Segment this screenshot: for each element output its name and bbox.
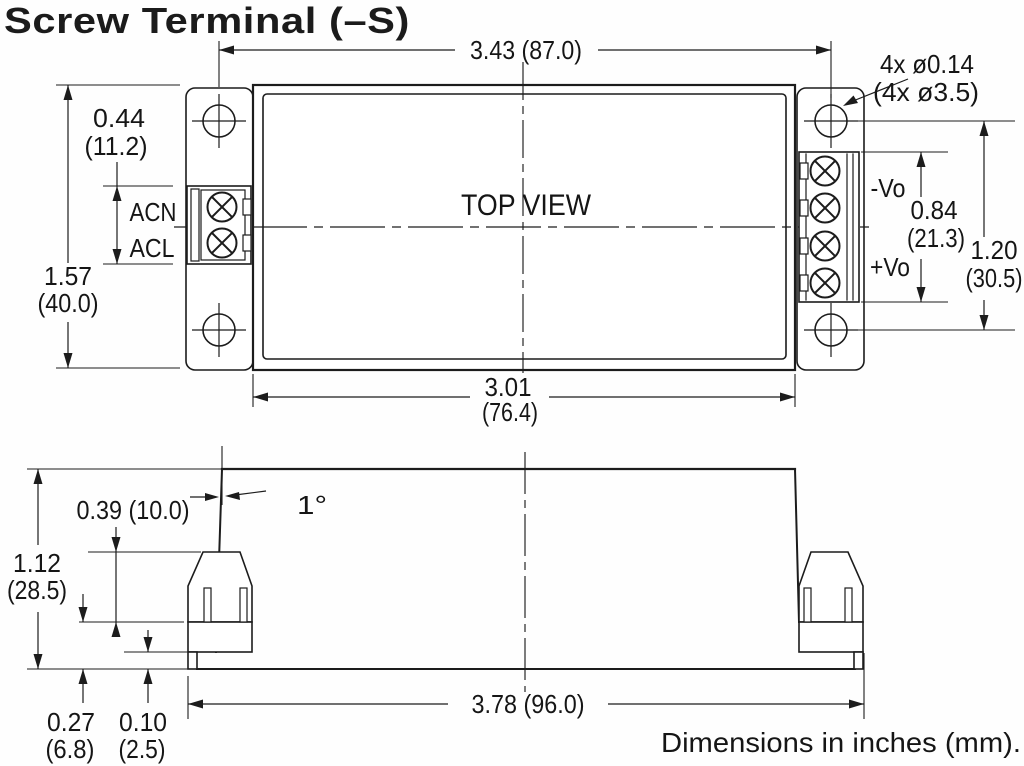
screw-pos-vo-2 — [809, 267, 841, 299]
top-view-label: TOP VIEW — [461, 189, 592, 222]
dim-mounting-hole-callout: 4x ø0.14 (4x ø3.5) — [843, 49, 979, 107]
svg-text:1.12: 1.12 — [13, 548, 61, 578]
svg-text:(28.5): (28.5) — [7, 575, 67, 605]
label-acl: ACL — [130, 233, 175, 263]
dim-standoff-height: 0.10 (2.5) — [119, 630, 187, 764]
screw-pos-vo — [809, 230, 841, 262]
dim-output-terminal-span: 0.84 (21.3) — [861, 151, 965, 303]
screw-neg-vo-2 — [809, 192, 841, 224]
label-neg-vo: -Vo — [871, 173, 906, 203]
side-right-terminal — [798, 551, 864, 670]
label-acn: ACN — [130, 197, 177, 227]
mounting-hole-bottom-right — [804, 303, 858, 357]
svg-text:(6.8): (6.8) — [46, 734, 95, 764]
svg-text:3.01: 3.01 — [485, 372, 532, 402]
output-terminal-block — [798, 151, 860, 303]
screw-neg-vo — [809, 155, 841, 187]
svg-text:4x ø0.14: 4x ø0.14 — [880, 49, 974, 79]
dim-terminal-housing-height: 0.39 (10.0) — [77, 495, 201, 637]
dim-input-terminal-span: 0.44 (11.2) — [85, 103, 173, 265]
dim-draft-angle: 1° — [190, 446, 327, 520]
dimensions-note: Dimensions in inches (mm). — [661, 727, 1021, 758]
svg-text:(11.2): (11.2) — [85, 131, 148, 161]
dim-mounting-hole-spacing: 3.43 (87.0) — [218, 35, 832, 98]
mounting-hole-top-left — [192, 94, 246, 148]
svg-text:0.39 (10.0): 0.39 (10.0) — [77, 495, 190, 525]
label-pos-vo: +Vo — [870, 252, 910, 282]
svg-text:(30.5): (30.5) — [966, 263, 1023, 293]
svg-text:0.10: 0.10 — [119, 707, 167, 737]
svg-text:(4x ø3.5): (4x ø3.5) — [873, 77, 979, 107]
input-terminal-block — [186, 185, 252, 265]
svg-text:1°: 1° — [297, 490, 327, 520]
dim-terminal-base-height: 0.27 (6.8) — [46, 594, 95, 764]
svg-text:0.84: 0.84 — [911, 195, 958, 225]
mounting-hole-top-right — [804, 94, 858, 148]
screw-acl — [206, 227, 238, 259]
dim-hole-vertical-spacing: 1.20 (30.5) — [858, 120, 1023, 331]
svg-text:(21.3): (21.3) — [907, 223, 965, 253]
side-left-terminal — [187, 551, 253, 670]
dim-case-width: 3.01 (76.4) — [252, 372, 796, 427]
svg-text:1.57: 1.57 — [44, 261, 92, 291]
svg-text:3.78 (96.0): 3.78 (96.0) — [472, 689, 585, 719]
dim-case-height: 1.57 (40.0) — [38, 84, 180, 369]
side-view-drawing: 1° 1.12 (28.5) 0.39 (10.0) 0.27 — [7, 446, 865, 764]
mounting-hole-bottom-left — [192, 303, 246, 357]
svg-text:(2.5): (2.5) — [119, 734, 166, 764]
page-title: Screw Terminal (–S) — [4, 0, 410, 41]
svg-text:1.20: 1.20 — [971, 235, 1018, 265]
svg-text:0.44: 0.44 — [93, 103, 145, 133]
screw-acn — [206, 191, 238, 223]
svg-text:(76.4): (76.4) — [482, 397, 538, 427]
dim-overall-height: 1.12 (28.5) — [7, 469, 67, 669]
svg-text:0.27: 0.27 — [47, 707, 95, 737]
svg-text:3.43 (87.0): 3.43 (87.0) — [470, 35, 582, 65]
top-view-drawing: ACN ACL -Vo +Vo TOP VIEW 3.43 (87.0) 4x … — [38, 35, 1023, 427]
dim-overall-length: 3.78 (96.0) — [187, 653, 865, 719]
svg-text:(40.0): (40.0) — [38, 288, 99, 318]
